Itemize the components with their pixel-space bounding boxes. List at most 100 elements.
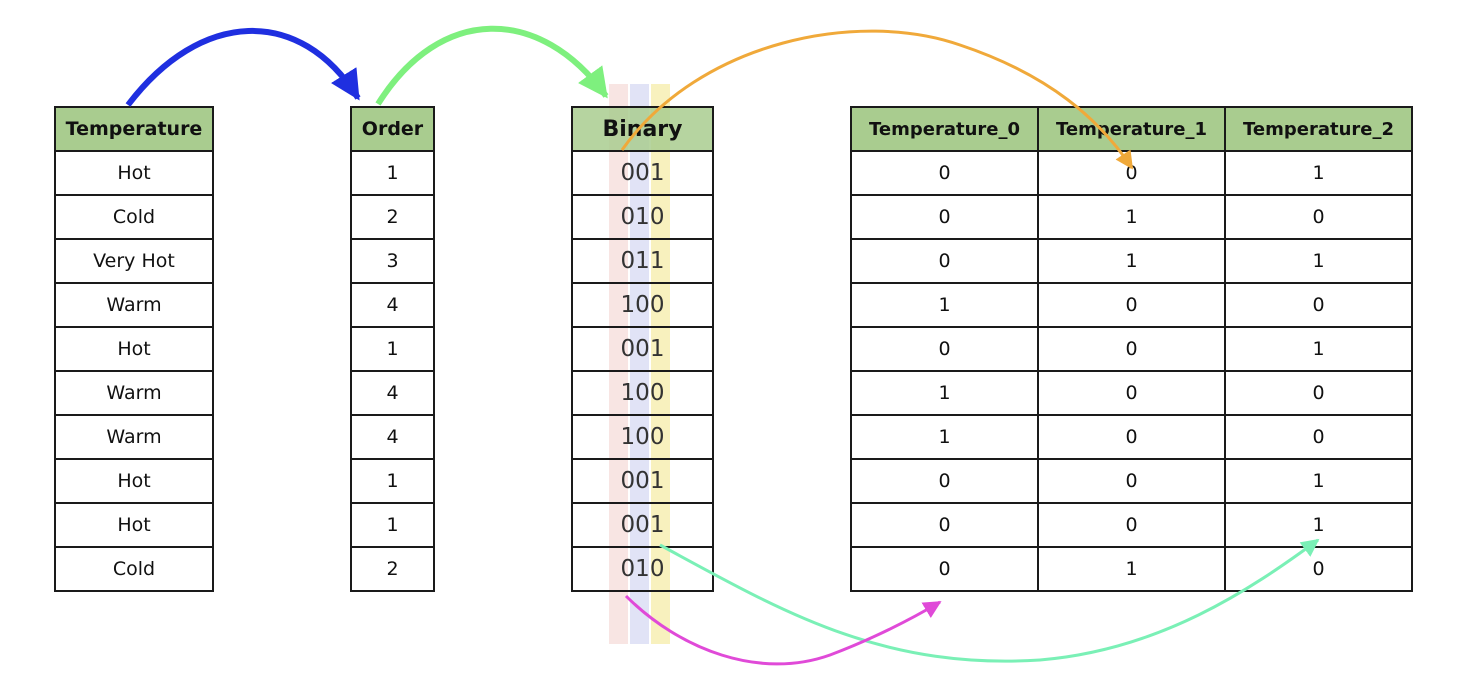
order-cell: 3 [350,238,435,284]
encoded-cell: 1 [1037,238,1226,284]
table-row: 1 [350,150,435,196]
order-cell: 2 [350,194,435,240]
table-row: 4 [350,370,435,416]
temperature-cell: Warm [54,282,214,328]
encoded-cell: 0 [1224,414,1413,460]
arrow-bit-to-temperature0 [624,594,942,666]
encoded-cell: 0 [1224,194,1413,240]
binary-cell: 001 [571,150,714,196]
encoded-cell: 1 [850,370,1039,416]
binary-cell: 100 [571,414,714,460]
encoded-cell: 0 [1037,502,1226,548]
encoded-cell: 0 [850,238,1039,284]
table-row: 001 [571,326,714,372]
table-row: 100 [571,282,714,328]
table-row: Warm [54,282,214,328]
table-row: Warm [54,414,214,460]
order-header: Order [350,106,435,152]
binary-cell: 010 [571,546,714,592]
table-row: 001 [571,150,714,196]
table-row: 011 [571,238,714,284]
table-row: 001 [571,458,714,504]
temperature-cell: Hot [54,150,214,196]
encoded-cell: 0 [1037,458,1226,504]
order-cell: 4 [350,414,435,460]
table-row: 001 [571,502,714,548]
temperature-cell: Hot [54,502,214,548]
table-row: 100 [571,414,714,460]
encoded-cell: 0 [850,546,1039,592]
temperature-header: Temperature [54,106,214,152]
binary-header: Binary [571,106,714,152]
encoded-cell: 0 [1037,282,1226,328]
encoded-table: Temperature_0 Temperature_1 Temperature_… [850,106,1413,592]
table-row: Warm [54,370,214,416]
temperature-cell: Cold [54,194,214,240]
binary-cell: 001 [571,502,714,548]
order-cell: 4 [350,282,435,328]
order-cell: 1 [350,502,435,548]
table-row: Hot [54,326,214,372]
encoded-cell: 0 [850,502,1039,548]
encoded-cell: 0 [850,326,1039,372]
binary-cell: 001 [571,326,714,372]
binary-cell: 011 [571,238,714,284]
table-row: Hot [54,150,214,196]
table-row: 1 [350,502,435,548]
temperature-cell: Cold [54,546,214,592]
encoded-cell: 0 [1224,370,1413,416]
encoded-cell: 0 [850,194,1039,240]
binary-cell: 100 [571,370,714,416]
table-row: 100 [571,370,714,416]
table-row: 3 [350,238,435,284]
temperature-cell: Hot [54,326,214,372]
arrow-temperature-to-order [125,27,361,107]
table-row: 010 [571,194,714,240]
encoded-cell: 0 [1037,414,1226,460]
encoded-cell: 0 [850,458,1039,504]
encoded-header-2: Temperature_2 [1224,106,1413,152]
table-row: Hot [54,458,214,504]
encoded-cell: 1 [1037,546,1226,592]
encoded-header-0: Temperature_0 [850,106,1039,152]
temperature-cell: Very Hot [54,238,214,284]
arrow-order-to-binary [375,25,609,106]
table-row: 2 [350,194,435,240]
encoded-cell: 1 [1037,194,1226,240]
binary-cell: 010 [571,194,714,240]
order-cell: 1 [350,458,435,504]
encoded-cell: 1 [850,282,1039,328]
temperature-cell: Warm [54,370,214,416]
encoded-cell: 0 [850,150,1039,196]
table-row: 4 [350,282,435,328]
temperature-cell: Hot [54,458,214,504]
table-row: 1 [350,326,435,372]
encoded-cell: 1 [850,414,1039,460]
table-row: Cold [54,546,214,592]
table-row: Hot [54,502,214,548]
encoded-cell: 0 [1224,282,1413,328]
table-row: 010 [571,546,714,592]
order-cell: 4 [350,370,435,416]
table-row: 4 [350,414,435,460]
arrow-bit-to-temperature1 [620,29,1134,170]
encoded-cell: 1 [1224,458,1413,504]
arrow-bit-to-temperature2 [659,538,1320,663]
table-row: 2 [350,546,435,592]
encoded-cell: 1 [1224,326,1413,372]
order-cell: 1 [350,326,435,372]
table-row: 1 [350,458,435,504]
temperature-cell: Warm [54,414,214,460]
encoded-cell: 0 [1037,326,1226,372]
